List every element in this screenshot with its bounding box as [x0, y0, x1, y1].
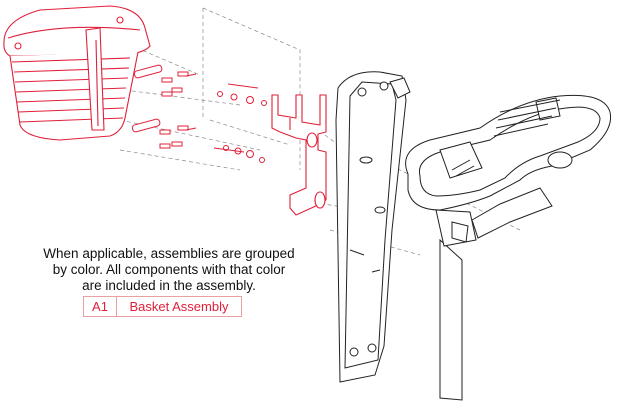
caption-line-3: are included in the assembly. — [82, 278, 256, 293]
mounting-bracket-icon — [271, 94, 327, 216]
caption-line-1: When applicable, assemblies are grouped — [43, 246, 295, 261]
assembly-caption: When applicable, assemblies are grouped … — [14, 246, 324, 294]
handlebar-icon — [405, 94, 612, 401]
tiller-column-icon — [335, 71, 411, 383]
basket-icon — [3, 5, 151, 141]
legend-code: A1 — [84, 297, 117, 316]
assembly-legend: A1 Basket Assembly — [83, 296, 242, 317]
fastener-hardware — [131, 64, 267, 163]
caption-line-2: by color. All components with that color — [52, 262, 286, 277]
legend-label: Basket Assembly — [129, 299, 229, 314]
